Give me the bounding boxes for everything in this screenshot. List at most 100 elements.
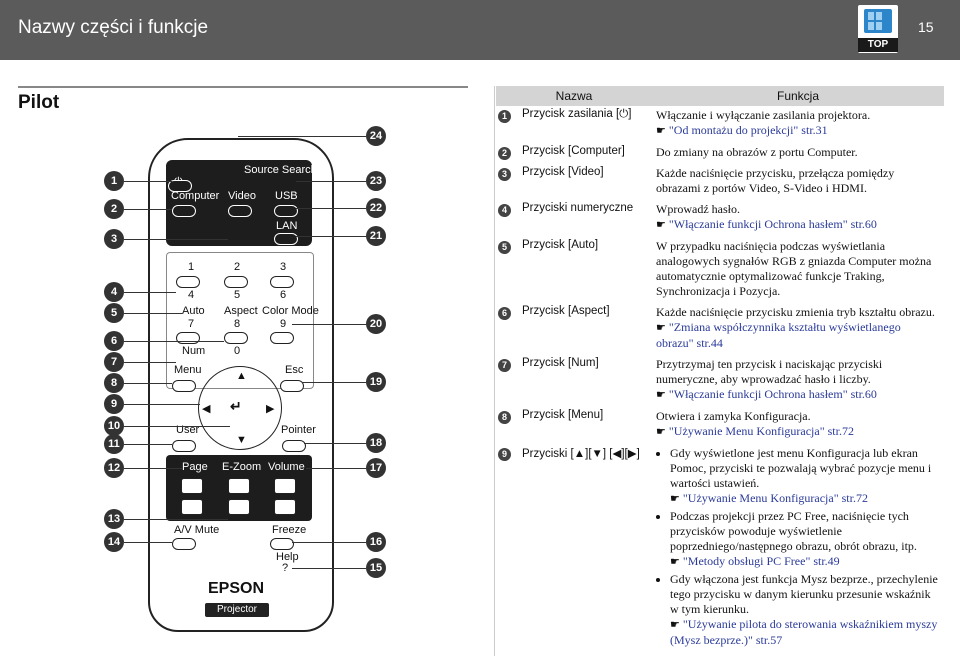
callout-19: 19 [366,372,386,392]
leader-line [296,236,366,237]
key-page-down [181,499,203,515]
pointing-hand-icon: ☛ [656,322,666,334]
callout-14: 14 [104,532,124,552]
leader-line [124,239,228,240]
label-3: 3 [280,261,287,273]
functions-table: Nazwa Funkcja 1 Przycisk zasilania [⏻] W… [496,86,944,654]
callout-21: 21 [366,226,386,246]
row-number: 6 [498,307,511,320]
callout-24: 24 [366,126,386,146]
label-5: 5 [234,289,241,301]
label-menu: Menu [174,364,202,376]
callout-18: 18 [366,433,386,453]
key-menu [172,380,196,392]
row-number: 3 [498,168,511,181]
reference-link[interactable]: "Od montażu do projekcji" str.31 [668,123,828,137]
label-lan: LAN [276,220,298,232]
leader-line [292,542,366,543]
callout-15: 15 [366,558,386,578]
label-9: 9 [280,318,287,330]
pointing-hand-icon: ☛ [670,493,680,505]
top-button-label: TOP [858,38,898,52]
leader-line [124,444,172,445]
label-av-mute: A/V Mute [174,524,220,536]
row-number: 2 [498,147,511,160]
table-row: 7 Przycisk [Num] Przytrzymaj ten przycis… [496,355,944,407]
bullet-text: Gdy wyświetlone jest menu Konfiguracja l… [670,446,932,490]
row-name: Przycisk zasilania [⏻] [522,108,632,120]
callout-11: 11 [104,434,124,454]
leader-line [304,443,366,444]
label-aspect: Aspect [224,305,258,317]
callout-13: 13 [104,509,124,529]
pointing-hand-icon: ☛ [670,619,680,631]
callout-5: 5 [104,303,124,323]
leader-line [238,136,366,137]
row-number: 8 [498,411,511,424]
row-number: 9 [498,448,511,461]
row-function: Otwiera i zamyka Konfiguracja. [656,409,811,423]
callout-22: 22 [366,198,386,218]
key-9 [270,332,294,344]
callout-8: 8 [104,373,124,393]
leader-line [124,209,172,210]
callout-17: 17 [366,458,386,478]
reference-link[interactable]: "Zmiana współczynnika kształtu wyświetla… [656,320,901,350]
key-esc [280,380,304,392]
leader-line [124,383,172,384]
callout-4: 4 [104,282,124,302]
reference-link[interactable]: "Włączanie funkcji Ochrona hasłem" str.6… [668,217,877,231]
key-ezoom-out [228,499,250,515]
key-video [228,205,252,217]
callout-16: 16 [366,532,386,552]
section-divider [18,86,468,88]
label-0: 0 [234,345,241,357]
row-number: 1 [498,110,511,123]
list-item: Gdy włączona jest funkcja Mysz bezprze.,… [670,572,940,648]
label-video: Video [228,190,256,202]
product-label: Projector [205,603,269,617]
key-volume-up [274,478,296,494]
arrow-down-icon: ▼ [236,434,247,446]
section-title: Pilot [18,92,60,113]
row-function: Przytrzymaj ten przycisk i naciskając pr… [656,357,883,386]
row-name: Przyciski [▲][▼] [◀][▶] [522,448,640,460]
row-name: Przycisk [Aspect] [522,305,610,317]
key-user [172,440,196,452]
table-row: 1 Przycisk zasilania [⏻] Włączanie i wył… [496,106,944,143]
reference-link[interactable]: "Włączanie funkcji Ochrona hasłem" str.6… [668,387,877,401]
leader-line [302,382,366,383]
label-user: User [176,424,200,436]
header-name: Nazwa [496,86,652,106]
label-ezoom: E-Zoom [222,461,262,473]
key-volume-down [274,499,296,515]
callout-1: 1 [104,171,124,191]
table-row: 8 Przycisk [Menu] Otwiera i zamyka Konfi… [496,407,944,444]
label-2: 2 [234,261,241,273]
list-item: Podczas projekcji przez PC Free, naciśni… [670,509,940,570]
label-num: Num [182,345,206,357]
top-button[interactable]: TOP [858,5,898,53]
table-row: 2 Przycisk [Computer] Do zmiany na obraz… [496,143,944,164]
callout-9: 9 [104,394,124,414]
label-7: 7 [188,318,195,330]
label-4: 4 [188,289,195,301]
row-name: Przyciski numeryczne [522,202,634,214]
arrow-up-icon: ▲ [236,370,247,382]
reference-link[interactable]: "Używanie Menu Konfiguracja" str.72 [682,491,868,505]
reference-link[interactable]: "Metody obsługi PC Free" str.49 [682,554,840,568]
label-page: Page [182,461,208,473]
key-power [168,180,192,192]
leader-line [124,341,224,342]
key-1 [176,276,200,288]
row-name: Przycisk [Computer] [522,145,625,157]
label-help-q: ? [282,562,289,574]
label-auto: Auto [182,305,205,317]
leader-line [124,313,182,314]
leader-line [296,208,366,209]
key-2 [224,276,248,288]
leader-line [124,542,172,543]
row-function: W przypadku naciśnięcia podczas wyświetl… [656,239,932,298]
reference-link[interactable]: "Używanie Menu Konfiguracja" str.72 [668,424,854,438]
reference-link[interactable]: "Używanie pilota do sterowania wskaźniki… [670,617,938,647]
